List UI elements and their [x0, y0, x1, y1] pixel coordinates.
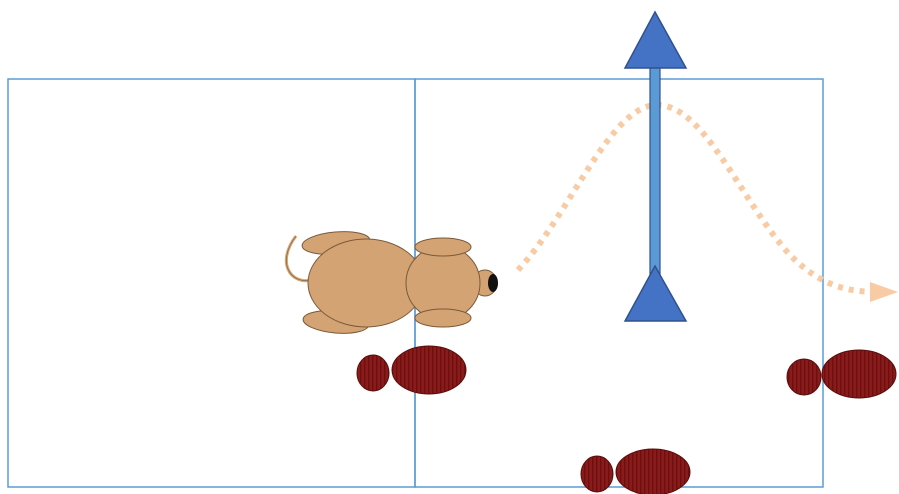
footprint-icon — [581, 449, 690, 494]
dog-topview-icon — [286, 229, 498, 336]
footprint-icon — [357, 346, 466, 394]
dotted-wave-path — [518, 105, 898, 302]
footprint-icon — [787, 350, 896, 398]
double-headed-up-arrow-icon — [625, 12, 686, 321]
